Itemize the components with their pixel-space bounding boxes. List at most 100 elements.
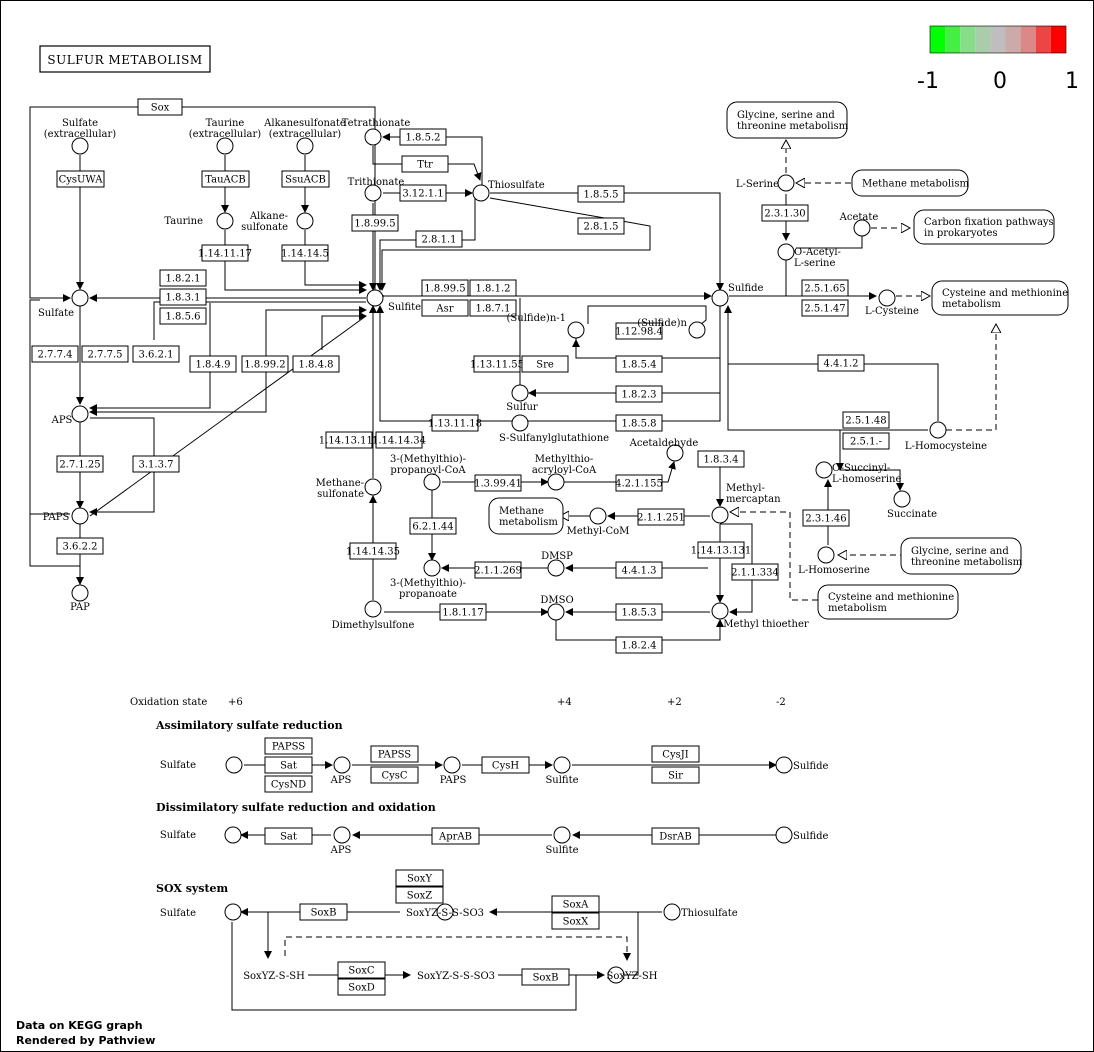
enzyme-d_aprab[interactable]: AprAB	[431, 827, 480, 845]
compound-l_serine[interactable]: L-Serine	[736, 174, 795, 192]
section-compound-sox[interactable]: SoxYZ-S-S-SO3	[417, 971, 495, 982]
enzyme-e1812[interactable]: 1.8.1.2	[469, 279, 517, 297]
compound-thiosulfate[interactable]: Thiosulfate	[472, 180, 545, 202]
enzyme-a_sat[interactable]: Sat	[264, 756, 313, 774]
enzyme-sre[interactable]: Sre	[521, 355, 569, 373]
compound-sulfate[interactable]: Sulfate	[38, 289, 89, 319]
compound-sulfide[interactable]: Sulfide	[711, 283, 764, 307]
compound-methylmercaptan[interactable]: Methyl-mercaptan	[711, 483, 781, 524]
enzyme-e112984[interactable]: 1.12.98.4	[615, 322, 663, 340]
enzyme-e18995b[interactable]: 1.8.99.5	[421, 279, 469, 297]
enzyme-e18992[interactable]: 1.8.99.2	[241, 355, 289, 373]
enzyme-e18995a[interactable]: 1.8.99.5	[351, 214, 399, 232]
compound-methylthio_propanoate[interactable]: 3-(Methylthio)-propanoate	[390, 559, 466, 600]
enzyme-e1855[interactable]: 1.8.5.5	[577, 185, 625, 203]
section-compound-sox[interactable]: SoxYZ-S-SH	[243, 971, 305, 982]
section-compound-sox[interactable]: SoxYZ-S-S-SO3	[406, 903, 484, 921]
enzyme-e1856[interactable]: 1.8.5.6	[159, 307, 207, 325]
enzyme-s_soxa[interactable]: SoxA	[551, 895, 600, 913]
section-compound-assimilatory[interactable]: Sulfite	[545, 756, 579, 786]
compound-sulfur[interactable]: Sulfur	[506, 384, 538, 413]
compound-methylthioether[interactable]: Methyl thioether	[711, 602, 809, 630]
enzyme-e11413111[interactable]: 1.14.13.111	[319, 431, 379, 449]
enzyme-e31211[interactable]: 3.12.1.1	[399, 184, 447, 202]
enzyme-e1848[interactable]: 1.8.4.8	[292, 355, 340, 373]
enzyme-a_sir[interactable]: Sir	[651, 766, 700, 784]
compound-tetrathionate[interactable]: Tetrathionate	[342, 118, 411, 146]
enzyme-e23130[interactable]: 2.3.1.30	[761, 204, 809, 222]
enzyme-s_soxd[interactable]: SoxD	[337, 978, 386, 996]
enzyme-e11414135[interactable]: 1.14.14.35	[346, 542, 400, 560]
enzyme-e2815[interactable]: 2.8.1.5	[577, 217, 625, 235]
enzyme-s_soxz[interactable]: SoxZ	[395, 886, 444, 904]
section-compound-sox[interactable]: Thiosulfate	[663, 903, 738, 921]
enzyme-e1858[interactable]: 1.8.5.8	[615, 414, 663, 432]
enzyme-e251x[interactable]: 2.5.1.-	[842, 432, 890, 450]
enzyme-e25165[interactable]: 2.5.1.65	[801, 279, 849, 297]
section-compound-dissimilatory[interactable]: Sulfide	[775, 826, 829, 844]
enzyme-e4413[interactable]: 4.4.1.3	[615, 561, 663, 579]
compound-sulfate_ext[interactable]: Sulfate(extracellular)	[44, 118, 117, 155]
compound-o_succinyl_homoserine[interactable]: O-Succinyl-L-homoserine	[815, 461, 901, 485]
enzyme-cysuwa[interactable]: CysUWA	[56, 170, 105, 188]
section-compound-assimilatory[interactable]: APS	[330, 756, 352, 786]
enzyme-e1871[interactable]: 1.8.7.1	[469, 299, 517, 317]
section-compound-dissimilatory[interactable]: Sulfate	[160, 826, 242, 844]
enzyme-a_cysnd[interactable]: CysND	[264, 775, 313, 793]
enzyme-a_cysh[interactable]: CysH	[481, 756, 530, 774]
enzyme-ssuacb[interactable]: SsuACB	[281, 170, 330, 188]
compound-l_homoserine[interactable]: L-Homoserine	[798, 546, 870, 576]
compound-sulfide_n1[interactable]: (Sulfide)n-1	[507, 313, 585, 339]
compound-l_cysteine[interactable]: L-Cysteine	[865, 289, 919, 317]
enzyme-e211334[interactable]: 2.1.1.334	[731, 563, 779, 581]
enzyme-e25148[interactable]: 2.5.1.48	[842, 411, 890, 429]
enzyme-e2811[interactable]: 2.8.1.1	[415, 230, 463, 248]
compound-o_acetyl_serine[interactable]: O-Acetyl-L-serine	[777, 243, 841, 269]
enzyme-e3621[interactable]: 3.6.2.1	[132, 345, 180, 363]
compound-alkanesulf_ext[interactable]: Alkanesulfonate(extracellular)	[263, 118, 346, 155]
enzyme-e1849[interactable]: 1.8.4.9	[189, 355, 237, 373]
enzyme-e211251[interactable]: 2.1.1.251	[637, 508, 685, 526]
section-compound-dissimilatory[interactable]: Sulfite	[545, 826, 579, 856]
enzyme-e18117[interactable]: 1.8.1.17	[439, 603, 487, 621]
enzyme-e11413131[interactable]: 1.14.13.131	[691, 541, 751, 559]
compound-dmsp[interactable]: DMSP	[541, 551, 573, 577]
compound-pap[interactable]: PAP	[70, 584, 90, 613]
compound-taurine[interactable]: Taurine	[164, 212, 234, 230]
compound-dimethylsulfone[interactable]: Dimethylsulfone	[332, 600, 415, 631]
enzyme-e1834[interactable]: 1.8.3.4	[697, 450, 745, 468]
enzyme-e1831[interactable]: 1.8.3.1	[159, 288, 207, 306]
compound-sulfite[interactable]: Sulfite	[366, 289, 421, 313]
enzyme-s_soxc[interactable]: SoxC	[337, 961, 386, 979]
enzyme-e3137[interactable]: 3.1.3.7	[132, 455, 180, 473]
enzyme-e23146[interactable]: 2.3.1.46	[802, 509, 850, 527]
enzyme-s_soxb1[interactable]: SoxB	[299, 903, 348, 921]
compound-acetate[interactable]: Acetate	[839, 212, 879, 237]
compound-aps[interactable]: APS	[51, 405, 89, 426]
compound-acetaldehyde[interactable]: Acetaldehyde	[629, 438, 699, 462]
section-compound-assimilatory[interactable]: PAPS	[440, 756, 467, 786]
enzyme-e1854[interactable]: 1.8.5.4	[615, 355, 663, 373]
enzyme-s_soxb2[interactable]: SoxB	[521, 968, 570, 986]
enzyme-e1824[interactable]: 1.8.2.4	[615, 636, 663, 654]
compound-s_sulfanylglutathione[interactable]: S-Sulfanylglutathione	[499, 414, 609, 444]
enzyme-e1852[interactable]: 1.8.5.2	[399, 128, 447, 146]
compound-sulfide_n[interactable]: (Sulfide)n	[637, 318, 706, 339]
enzyme-e4412[interactable]: 4.4.1.2	[817, 354, 865, 372]
enzyme-a_cysc[interactable]: CysC	[370, 766, 419, 784]
enzyme-d_dsrab[interactable]: DsrAB	[651, 827, 700, 845]
compound-alkanesulfonate[interactable]: Alkane-sulfonate	[241, 211, 314, 233]
section-compound-sox[interactable]: SoxYZ-SH	[606, 966, 658, 984]
section-compound-assimilatory[interactable]: Sulfate	[160, 756, 243, 774]
map-link-map_methane1[interactable]: Methane metabolism	[851, 169, 969, 197]
compound-dmso[interactable]: DMSO	[540, 595, 574, 621]
compound-taurine_ext[interactable]: Taurine(extracellular)	[189, 118, 262, 155]
enzyme-e25147[interactable]: 2.5.1.47	[801, 299, 849, 317]
enzyme-e1131155[interactable]: 1.13.11.55	[470, 355, 524, 373]
enzyme-e3622[interactable]: 3.6.2.2	[56, 537, 104, 555]
enzyme-e1853[interactable]: 1.8.5.3	[615, 603, 663, 621]
